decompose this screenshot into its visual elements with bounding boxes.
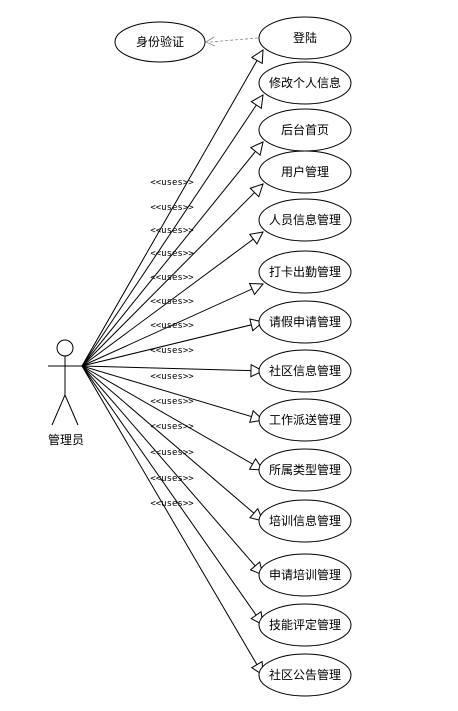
- uses-stereotype-label: <<uses>>: [150, 226, 194, 236]
- association-line: [81, 365, 264, 522]
- use-case-list: 登陆修改个人信息后台首页用户管理人员信息管理打卡出勤管理请假申请管理社区信息管理…: [258, 16, 352, 697]
- actor-label: 管理员: [48, 432, 84, 447]
- use-case-auth-label: 身份验证: [136, 34, 184, 49]
- use-case-label: 打卡出勤管理: [269, 264, 341, 279]
- use-case-label: 申请培训管理: [269, 567, 341, 582]
- association-line: [81, 365, 264, 471]
- actor: 管理员: [48, 339, 84, 447]
- use-case-label: 工作派送管理: [269, 412, 341, 427]
- dependency-login-auth: [205, 36, 259, 47]
- use-case: 社区信息管理: [258, 349, 352, 393]
- association-line: [81, 321, 264, 367]
- uses-stereotype-label: <<uses>>: [150, 474, 194, 484]
- use-case-label: 社区信息管理: [269, 363, 341, 378]
- use-case-ellipse: [258, 653, 352, 697]
- use-case-ellipse: [258, 349, 352, 393]
- association-line: [81, 365, 264, 576]
- uses-stereotype-label: <<uses>>: [150, 372, 194, 382]
- stereotype-labels: <<uses>> <<uses>> <<uses>> <<uses>> <<uses>>…: [150, 178, 194, 509]
- use-case-ellipse: [258, 553, 352, 597]
- use-case-label: 人员信息管理: [269, 212, 341, 227]
- arrowhead: [249, 141, 264, 157]
- uses-stereotype-label: <<uses>>: [150, 422, 194, 432]
- uses-stereotype-label: <<uses>>: [150, 397, 194, 407]
- association-lines: [81, 49, 265, 676]
- association-line: [81, 283, 264, 367]
- use-case-ellipse: [258, 603, 352, 647]
- use-case: 后台首页: [258, 108, 352, 152]
- association-line: [81, 231, 264, 367]
- use-case: 社区公告管理: [258, 653, 352, 697]
- use-case-ellipse: [258, 250, 352, 294]
- arrowhead: [249, 183, 264, 198]
- use-case: 申请培训管理: [258, 553, 352, 597]
- use-case-label: 请假申请管理: [269, 314, 341, 329]
- arrowhead: [250, 363, 265, 378]
- association-line: [81, 365, 264, 421]
- uses-stereotype-label: <<uses>>: [150, 203, 194, 213]
- association-line: [81, 183, 264, 367]
- use-case-label: 修改个人信息: [269, 75, 341, 90]
- use-case-ellipse: [258, 448, 352, 492]
- use-case-ellipse: [258, 198, 352, 242]
- actor-left-leg: [51, 394, 66, 426]
- arrowhead: [250, 49, 264, 65]
- use-case: 工作派送管理: [258, 398, 352, 442]
- association-line: [81, 49, 264, 367]
- association-line: [81, 365, 264, 626]
- use-case-ellipse: [258, 499, 352, 543]
- arrowhead: [250, 94, 264, 110]
- use-case: 用户管理: [258, 150, 352, 194]
- use-case-label: 后台首页: [281, 122, 329, 137]
- association-line: [81, 141, 264, 367]
- use-case-ellipse: [258, 61, 352, 105]
- use-case-label: 社区公告管理: [269, 667, 341, 682]
- uses-stereotype-label: <<uses>>: [150, 297, 194, 307]
- use-case-ellipse: [258, 300, 352, 344]
- use-case: 请假申请管理: [258, 300, 352, 344]
- use-case-label: 登陆: [293, 30, 317, 45]
- uses-stereotype-label: <<uses>>: [150, 249, 194, 259]
- use-case: 所属类型管理: [258, 448, 352, 492]
- actor-head: [56, 339, 74, 357]
- use-case-label: 培训信息管理: [269, 513, 341, 528]
- use-case-ellipse: [258, 398, 352, 442]
- use-case: 培训信息管理: [258, 499, 352, 543]
- use-case-label: 技能评定管理: [269, 617, 341, 632]
- use-case: 人员信息管理: [258, 198, 352, 242]
- use-case: 技能评定管理: [258, 603, 352, 647]
- uses-stereotype-label: <<uses>>: [150, 499, 194, 509]
- association-line: [81, 94, 264, 367]
- use-case: 修改个人信息: [258, 61, 352, 105]
- uses-stereotype-label: <<uses>>: [150, 273, 194, 283]
- arrowhead: [248, 282, 265, 296]
- arrowhead: [248, 231, 264, 245]
- uses-stereotype-label: <<uses>>: [150, 178, 194, 188]
- uses-stereotype-label: <<uses>>: [150, 346, 194, 356]
- use-case-ellipse: [258, 150, 352, 194]
- use-case-label: 所属类型管理: [269, 462, 341, 477]
- association-line: [81, 365, 264, 372]
- use-case-ellipse: [258, 16, 352, 60]
- association-line: [81, 365, 264, 676]
- use-case: 打卡出勤管理: [258, 250, 352, 294]
- use-case-auth: 身份验证: [114, 21, 206, 63]
- uses-stereotype-label: <<uses>>: [150, 321, 194, 331]
- use-case: 登陆: [258, 16, 352, 60]
- use-case-label: 用户管理: [281, 164, 329, 179]
- uses-stereotype-label: <<uses>>: [150, 448, 194, 458]
- actor-right-leg: [64, 394, 79, 426]
